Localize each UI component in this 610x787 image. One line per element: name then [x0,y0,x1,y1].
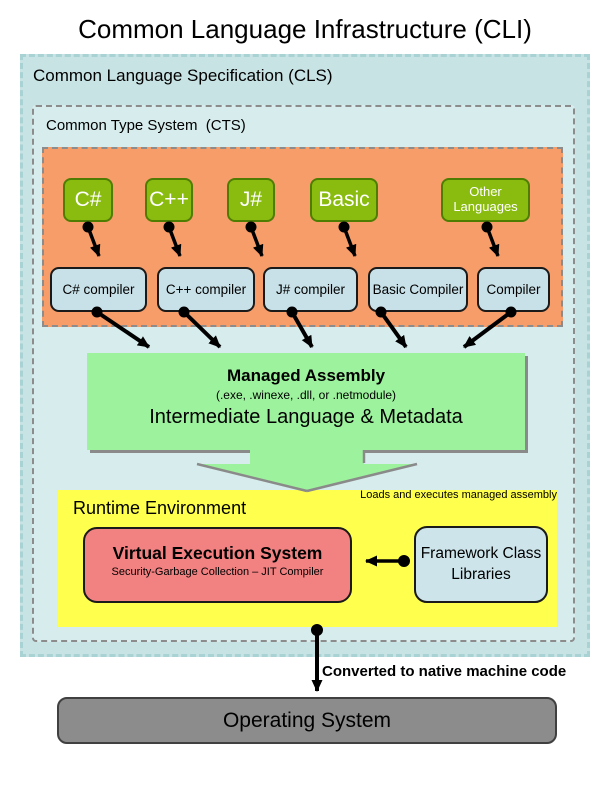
virtual-execution-system-box: Virtual Execution System Security-Garbag… [83,527,352,603]
cls-label: Common Language Specification (CLS) [33,66,333,85]
compiler-box-cpp: C++ compiler [157,267,255,312]
ves-title: Virtual Execution System [112,543,323,563]
language-box-basic: Basic [310,178,378,222]
runtime-environment-label: Runtime Environment [73,498,247,518]
language-box-cpp: C++ [145,178,193,222]
compiler-box-csharp: C# compiler [50,267,147,312]
managed-assembly-title: Managed Assembly [226,366,386,385]
fcl-label: Framework Class Libraries [420,545,542,583]
managed-assembly-extensions: (.exe, .winexe, .dll, or .netmodule) [215,388,397,402]
loads-executes-note: Loads and executes managed assembly [360,489,557,501]
cts-label: Common Type System (CTS) [46,117,246,134]
managed-assembly-box: Managed Assembly (.exe, .winexe, .dll, o… [87,353,525,450]
compiler-box-other: Compiler [477,267,550,312]
framework-class-libraries-box: Framework Class Libraries [414,526,548,603]
compiler-box-jsharp: J# compiler [263,267,358,312]
ves-subtitle: Security-Garbage Collection – JIT Compil… [111,566,324,578]
operating-system-box: Operating System [57,697,557,744]
language-box-jsharp: J# [227,178,275,222]
language-box-csharp: C# [63,178,113,222]
os-label: Operating System [222,708,392,732]
converted-native-note: Converted to native machine code [322,663,567,680]
diagram-title: Common Language Infrastructure (CLI) [78,14,532,44]
language-box-other: Other Languages [441,178,530,222]
compiler-box-basic: Basic Compiler [368,267,468,312]
managed-assembly-il-label: Intermediate Language & Metadata [149,406,463,428]
